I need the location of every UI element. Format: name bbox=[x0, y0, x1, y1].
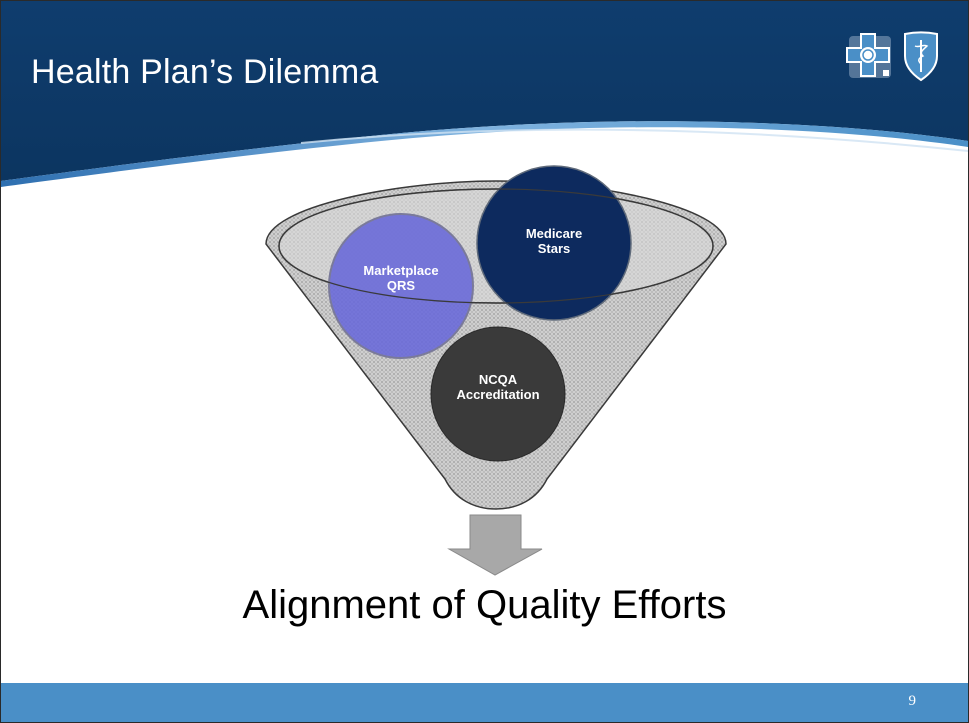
ncqa-label: NCQA Accreditation bbox=[428, 372, 568, 402]
blue-shield-icon bbox=[904, 31, 938, 82]
slide-title: Health Plan’s Dilemma bbox=[31, 53, 379, 91]
slide-footer: 9 bbox=[1, 683, 968, 722]
medicare-label: Medicare Stars bbox=[484, 226, 624, 256]
ncqa-label-line1: NCQA bbox=[478, 372, 518, 387]
ncqa-label-line2: Accreditation bbox=[456, 387, 540, 402]
slide-header: Health Plan’s Dilemma bbox=[1, 1, 968, 216]
medicare-label-line1: Medicare bbox=[525, 226, 583, 241]
marketplace-label-line2: QRS bbox=[386, 278, 416, 293]
down-arrow-icon bbox=[447, 514, 543, 576]
blue-cross-icon bbox=[846, 33, 891, 78]
slide-caption: Alignment of Quality Efforts bbox=[242, 583, 727, 627]
header-wave-background bbox=[1, 1, 968, 187]
marketplace-label: Marketplace QRS bbox=[331, 263, 471, 293]
marketplace-circle bbox=[328, 213, 474, 359]
medicare-circle bbox=[476, 165, 632, 321]
medicare-label-line2: Stars bbox=[537, 241, 571, 256]
logo-group bbox=[839, 26, 949, 86]
ncqa-circle bbox=[430, 326, 566, 462]
page-number: 9 bbox=[908, 693, 917, 709]
marketplace-label-line1: Marketplace bbox=[363, 263, 439, 278]
